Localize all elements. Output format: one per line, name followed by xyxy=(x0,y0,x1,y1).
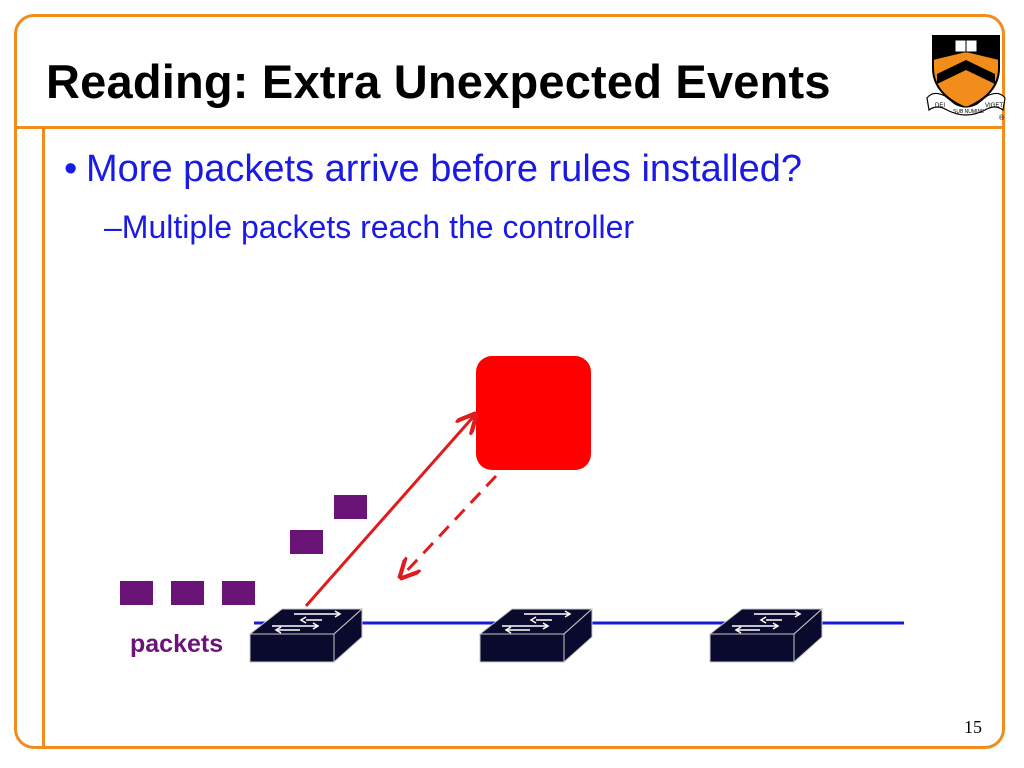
crest-registered-mark: ® xyxy=(999,114,1005,122)
sub-bullet-item: –Multiple packets reach the controller xyxy=(104,209,634,246)
page-number: 15 xyxy=(964,717,982,737)
switch-3 xyxy=(708,607,824,664)
left-margin-rule xyxy=(42,128,45,748)
bullet-item: •More packets arrive before rules instal… xyxy=(64,148,802,191)
rule-install-arrow xyxy=(402,474,498,576)
slide-frame xyxy=(14,14,1005,749)
packet-square xyxy=(120,581,153,605)
slide-title: Reading: Extra Unexpected Events xyxy=(46,55,831,108)
packet-square xyxy=(222,581,255,605)
controller-box xyxy=(476,356,591,470)
title-divider xyxy=(17,126,1005,129)
packet-square xyxy=(290,530,323,554)
packet-square xyxy=(334,495,367,519)
princeton-shield-logo: DEI SUB NUMINE VIGET ® xyxy=(926,35,1006,122)
bullet-marker: • xyxy=(64,148,78,190)
crest-motto-right: VIGET xyxy=(985,103,1003,109)
switch-1 xyxy=(248,607,364,664)
packet-in-arrow xyxy=(304,416,474,607)
sub-bullet-text: Multiple packets reach the controller xyxy=(121,209,635,245)
switch-2 xyxy=(478,607,594,664)
packet-square xyxy=(171,581,204,605)
crest-motto-center: SUB NUMINE xyxy=(953,109,985,115)
crest-motto-left: DEI xyxy=(935,103,945,109)
packets-label: packets xyxy=(130,630,224,658)
sub-bullet-marker: – xyxy=(104,209,122,245)
bullet-text: More packets arrive before rules install… xyxy=(86,148,803,190)
